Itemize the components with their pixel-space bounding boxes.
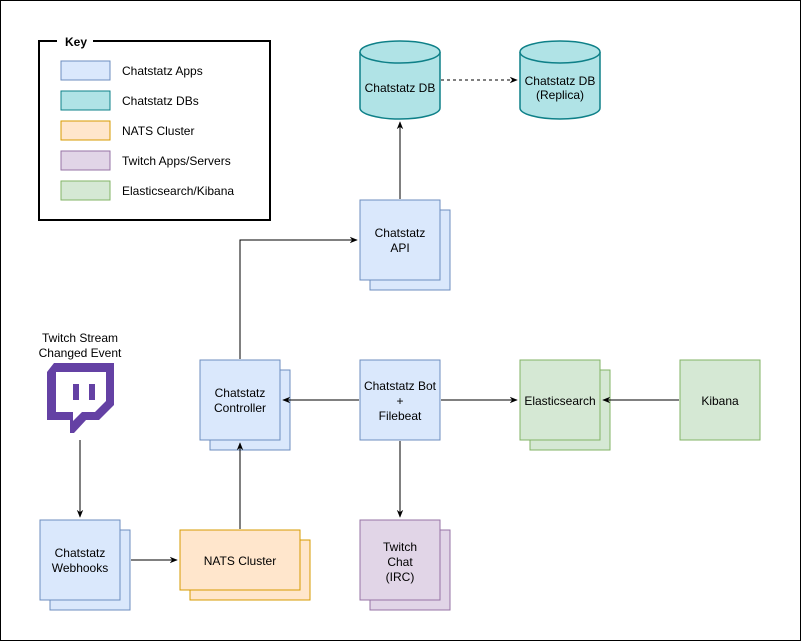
node-chatstatz-webhooks[interactable]: Chatstatz Webhooks bbox=[39, 519, 131, 611]
node-chatstatz-db[interactable]: Chatstatz DB bbox=[359, 40, 441, 120]
legend-title: Key bbox=[65, 35, 87, 49]
nats-card bbox=[179, 529, 301, 591]
connectors bbox=[76, 76, 679, 564]
db-replica-label-line2: (Replica) bbox=[536, 88, 584, 102]
controller-card bbox=[199, 359, 281, 441]
legend-swatch-twitch bbox=[60, 150, 111, 171]
twitch-chat-card bbox=[359, 519, 441, 601]
legend-label-dbs: Chatstatz DBs bbox=[122, 94, 199, 108]
node-kibana[interactable]: Kibana bbox=[679, 359, 761, 441]
db-replica-cylinder-top bbox=[519, 40, 601, 64]
db-replica-label-line1: Chatstatz DB bbox=[525, 74, 596, 88]
legend: Key Chatstatz Apps Chatstatz DBs NATS Cl… bbox=[38, 34, 271, 221]
node-chatstatz-bot[interactable]: Chatstatz Bot + Filebeat bbox=[359, 359, 441, 441]
controller-label-line1: Chatstatz bbox=[215, 386, 266, 400]
legend-label-nats: NATS Cluster bbox=[122, 124, 194, 138]
webhooks-label-line2: Webhooks bbox=[52, 561, 108, 575]
nats-label: NATS Cluster bbox=[204, 554, 276, 568]
bot-label-line2: + bbox=[396, 394, 403, 408]
twitch-event-label-line2: Changed Event bbox=[39, 346, 122, 360]
webhooks-card bbox=[39, 519, 121, 601]
twitch-chat-label-line3: (IRC) bbox=[386, 570, 415, 584]
node-elasticsearch[interactable]: Elasticsearch bbox=[519, 359, 611, 451]
elasticsearch-label: Elasticsearch bbox=[524, 394, 595, 408]
node-twitch-event[interactable]: Twitch Stream Changed Event bbox=[39, 331, 122, 433]
twitch-chat-label-line2: Chat bbox=[387, 555, 413, 569]
twitch-event-label-line1: Twitch Stream bbox=[42, 331, 118, 345]
edge-controller-to-api bbox=[239, 236, 358, 359]
elasticsearch-card bbox=[519, 359, 601, 441]
api-label-line1: Chatstatz bbox=[375, 226, 426, 240]
legend-swatch-elastic bbox=[60, 180, 111, 201]
twitch-chat-label-line1: Twitch bbox=[383, 540, 417, 554]
db-label-line1: Chatstatz DB bbox=[365, 81, 436, 95]
webhooks-label-line1: Chatstatz bbox=[55, 546, 106, 560]
db-replica-cylinder-body bbox=[519, 52, 601, 120]
kibana-card bbox=[679, 359, 761, 441]
legend-label-elastic: Elasticsearch/Kibana bbox=[122, 184, 234, 198]
node-twitch-chat[interactable]: Twitch Chat (IRC) bbox=[359, 519, 451, 611]
bot-label-line3: Filebeat bbox=[379, 409, 422, 423]
bot-card bbox=[359, 359, 441, 441]
legend-title-backdrop bbox=[57, 34, 93, 48]
legend-label-twitch: Twitch Apps/Servers bbox=[122, 154, 231, 168]
legend-label-apps: Chatstatz Apps bbox=[122, 64, 203, 78]
db-cylinder-top bbox=[359, 40, 441, 64]
api-label-line2: API bbox=[390, 241, 409, 255]
node-chatstatz-controller[interactable]: Chatstatz Controller bbox=[199, 359, 291, 451]
legend-swatch-nats bbox=[60, 120, 111, 141]
db-cylinder-body bbox=[359, 52, 441, 120]
bot-label-line1: Chatstatz Bot bbox=[364, 379, 437, 393]
controller-label-line2: Controller bbox=[214, 401, 266, 415]
kibana-label: Kibana bbox=[701, 394, 739, 408]
api-card bbox=[359, 199, 441, 281]
twitch-logo-icon bbox=[47, 363, 114, 433]
legend-swatch-apps bbox=[60, 60, 111, 81]
node-chatstatz-api[interactable]: Chatstatz API bbox=[359, 199, 451, 291]
node-chatstatz-db-replica[interactable]: Chatstatz DB (Replica) bbox=[519, 40, 601, 120]
legend-swatch-dbs bbox=[60, 90, 111, 111]
node-nats-cluster[interactable]: NATS Cluster bbox=[179, 529, 311, 601]
